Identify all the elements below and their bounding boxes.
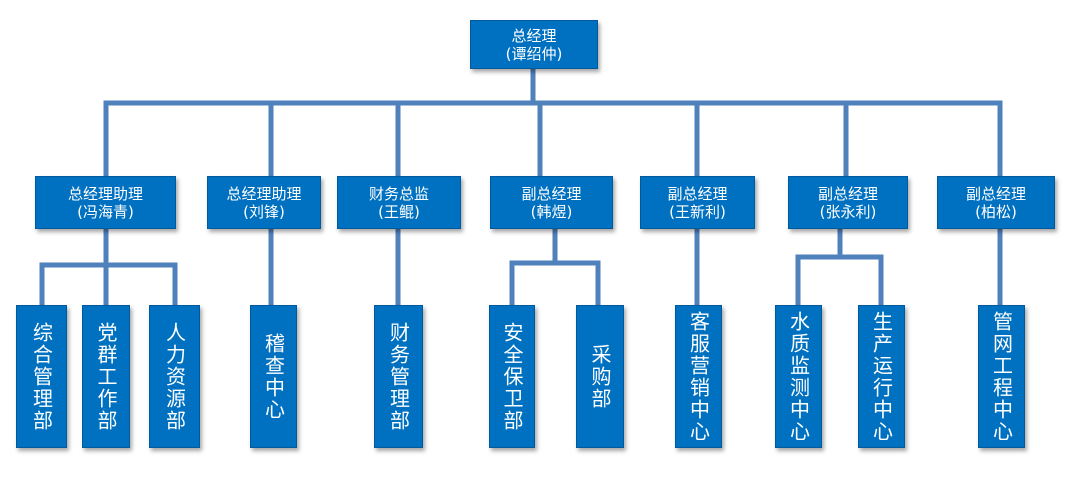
node-deputy-gm-4[interactable]: 副总经理 (柏松): [937, 176, 1055, 229]
node-title: 总经理助理: [226, 184, 302, 203]
dept-label: 采购部: [588, 343, 612, 410]
node-dept-water-quality[interactable]: 水质监测中心: [775, 305, 822, 448]
node-title: 副总经理: [817, 184, 878, 203]
node-title: 副总经理: [965, 184, 1026, 203]
node-title: 总经理助理: [67, 184, 143, 203]
dept-label: 稽查中心: [261, 332, 286, 421]
node-finance-director[interactable]: 财务总监 (王鲲): [337, 176, 461, 229]
node-person-name: (张永利): [819, 202, 877, 221]
node-assistant-gm-1[interactable]: 总经理助理 (冯海青): [35, 176, 176, 229]
dept-label: 水质监测中心: [786, 310, 811, 443]
dept-label: 管网工程中心: [989, 310, 1014, 443]
node-dept-audit-center[interactable]: 稽查中心: [250, 305, 297, 448]
node-dept-security[interactable]: 安全保卫部: [489, 305, 535, 448]
node-dept-pipeline-engineering[interactable]: 管网工程中心: [978, 305, 1025, 448]
node-person-name: (柏松): [975, 202, 1017, 221]
node-deputy-gm-1[interactable]: 副总经理 (韩煜): [490, 176, 613, 229]
node-title: 副总经理: [521, 184, 582, 203]
node-dept-procurement[interactable]: 采购部: [576, 305, 624, 448]
dept-label: 人力资源部: [162, 321, 187, 432]
node-person-name: (王新利): [669, 202, 726, 221]
node-person-name: (冯海青): [77, 202, 134, 221]
node-deputy-gm-3[interactable]: 副总经理 (张永利): [788, 176, 908, 229]
node-general-manager[interactable]: 总经理 (谭绍仲): [470, 20, 598, 69]
node-deputy-gm-2[interactable]: 副总经理 (王新利): [640, 176, 755, 229]
dept-label: 客服营销中心: [686, 310, 711, 443]
node-dept-party-work[interactable]: 党群工作部: [82, 305, 130, 448]
node-title: 副总经理: [667, 184, 728, 203]
dept-label: 财务管理部: [386, 321, 411, 432]
node-title: 财务总监: [368, 184, 429, 203]
dept-label: 生产运行中心: [869, 310, 894, 443]
node-person-name: (韩煜): [530, 202, 573, 221]
dept-label: 党群工作部: [94, 321, 118, 432]
node-assistant-gm-2[interactable]: 总经理助理 (刘锋): [207, 176, 321, 229]
node-title: 总经理: [511, 26, 557, 45]
dept-label: 综合管理部: [29, 321, 54, 432]
node-dept-finance[interactable]: 财务管理部: [374, 305, 423, 448]
node-person-name: (谭绍仲): [505, 44, 563, 63]
node-dept-production[interactable]: 生产运行中心: [858, 305, 905, 448]
node-person-name: (刘锋): [243, 202, 285, 221]
node-dept-customer-service[interactable]: 客服营销中心: [675, 305, 722, 448]
node-dept-general-admin[interactable]: 综合管理部: [16, 305, 67, 448]
dept-label: 安全保卫部: [500, 321, 524, 432]
node-person-name: (王鲲): [378, 202, 420, 221]
node-dept-human-resources[interactable]: 人力资源部: [149, 305, 200, 448]
